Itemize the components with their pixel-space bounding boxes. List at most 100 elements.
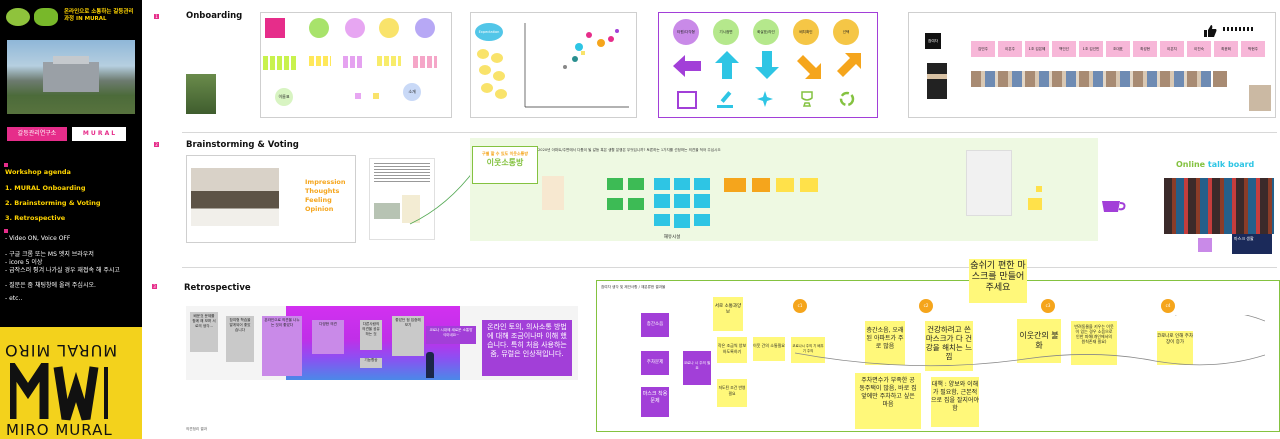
cluster-badge-3[interactable]: c3 xyxy=(1041,299,1055,313)
name-tag-6[interactable]: 조대표 xyxy=(1106,41,1130,57)
yellow-circle-2[interactable] xyxy=(491,53,503,63)
vote-sticky-yellow-2[interactable] xyxy=(800,178,818,192)
name-tag-1[interactable]: 김민주 xyxy=(971,41,995,57)
cluster-badge-4[interactable]: c4 xyxy=(1161,299,1175,313)
agenda-item-1[interactable]: 1. MURAL Onboarding xyxy=(5,184,86,192)
circle-name-tag[interactable]: 이름표 xyxy=(275,88,293,106)
vote-sticky-cyan-5[interactable] xyxy=(674,194,690,208)
image-icon[interactable] xyxy=(677,91,697,109)
arrow-diagonal-down-icon[interactable] xyxy=(795,53,821,83)
arrow-up-icon[interactable] xyxy=(715,51,739,83)
mini-sticky-grid-5[interactable] xyxy=(413,56,437,68)
grey-note-4[interactable]: 좋았던 점 집중해 보기 xyxy=(392,316,424,356)
circle-lavender[interactable] xyxy=(415,18,435,38)
vote-sticky-green-2[interactable] xyxy=(628,178,644,190)
neighbor-board-title[interactable]: 구별 할 수 있도 이웃소통방 이웃소통방 xyxy=(472,146,538,184)
small-sticky-pink[interactable] xyxy=(355,93,361,99)
icon-circle-check[interactable]: 배치확인 xyxy=(793,19,819,45)
mini-sticky-grid-1[interactable] xyxy=(263,56,297,70)
circle-yellow[interactable] xyxy=(379,18,399,38)
mini-sticky-grid-3[interactable] xyxy=(343,56,363,68)
vote-sticky-yellow-1[interactable] xyxy=(776,178,794,192)
yellow-note-i[interactable]: 대책 : 양보와 이해가 필요함, 근본적으로 집을 잘지어야함 xyxy=(931,377,979,427)
star-burst-icon[interactable] xyxy=(757,91,773,107)
circle-intro-tag[interactable]: 소개 xyxy=(403,83,421,101)
cluster-badge-2[interactable]: c2 xyxy=(919,299,933,313)
purple-mid-note[interactable]: 코로나 시 주의 필요 xyxy=(683,351,711,385)
onboarding-frame-participants[interactable]: 참여자 김민주 이은주 1조 김은혜 백인선 1조 김선민 조대표 최성현 이은… xyxy=(908,12,1276,118)
name-tag-4[interactable]: 백인선 xyxy=(1052,41,1076,57)
purple-note-2[interactable]: 다양한 의견 xyxy=(312,320,344,354)
arrow-diagonal-up-icon[interactable] xyxy=(835,53,861,83)
vote-sticky-orange-2[interactable] xyxy=(752,178,770,192)
yellow-note-h[interactable]: 숨쉬기 편한 마스크를 만들어주세요 xyxy=(969,259,1027,303)
purple-col-1[interactable]: 층간소음 xyxy=(641,313,669,337)
yellow-note-c[interactable]: 코로나시 주의 기 배우기 주의 xyxy=(791,337,825,363)
name-tag-3[interactable]: 1조 김은혜 xyxy=(1025,41,1049,57)
vote-sticky-cyan-7[interactable] xyxy=(694,178,710,190)
grey-note-3[interactable]: 다른사람의 의견을 공유하는 것 xyxy=(360,320,382,350)
name-tag-5[interactable]: 1조 김선민 xyxy=(1079,41,1103,57)
yellow-circle-6[interactable] xyxy=(495,89,507,99)
purple-col-2[interactable]: 주차문제 xyxy=(641,351,669,375)
retro-clustering-board[interactable]: 참여자 생각 및 제안사항 / 재분류한 결과물 층간소음 주차문제 마스크 착… xyxy=(596,259,1280,432)
vote-sticky-green-4[interactable] xyxy=(628,198,644,210)
yellow-note-e[interactable]: 층간소음, 오래된 아파트가 주로 많음 xyxy=(865,321,905,365)
yellow-note-top[interactable]: 서로 소통과양보 xyxy=(713,297,743,331)
yellow-circle-1[interactable] xyxy=(477,49,489,59)
vote-sticky-cyan-6[interactable] xyxy=(674,214,690,228)
vote-sticky-green-3[interactable] xyxy=(607,198,623,210)
vote-sticky-cyan-3[interactable] xyxy=(654,214,670,226)
yellow-note-l[interactable]: 코로나로 인해 주차장이 증가 xyxy=(1157,331,1193,365)
onboarding-frame-stickers[interactable]: 이름표 소개 xyxy=(260,12,452,118)
yellow-circle-3[interactable] xyxy=(479,65,491,75)
name-tag-11[interactable]: 박현주 xyxy=(1241,41,1265,57)
vote-sticky-yellow-3[interactable] xyxy=(1028,198,1042,210)
yellow-circle-4[interactable] xyxy=(493,71,505,81)
onboarding-frame-chart[interactable]: Expectation xyxy=(470,12,637,118)
yellow-note-f[interactable]: 주차면수가 부족한 공동주택이 많음, 바로 집 앞에만 주차하고 싶은 마음 xyxy=(855,373,921,429)
purple-note-covid[interactable]: 코로나 시대에 새로운 소통방식이네요~ xyxy=(426,326,476,344)
yellow-note-d[interactable]: 저도된 조건 반영 필요 xyxy=(717,379,747,407)
magenta-square[interactable] xyxy=(265,18,285,38)
retro-reflection-board[interactable]: 배운것 문제를 함께 해 보며 서로의 생각... 참여형 학습을 알게되어 좋… xyxy=(186,306,578,380)
yellow-note-b[interactable]: 이웃 간의 소통필요 xyxy=(753,337,785,361)
name-tag-9[interactable]: 이진숙 xyxy=(1187,41,1211,57)
purple-note-tag[interactable]: 기능향상 xyxy=(360,358,382,368)
arrow-down-icon[interactable] xyxy=(755,51,779,83)
cluster-badge-1[interactable]: c1 xyxy=(793,299,807,313)
yellow-note-g[interactable]: 건강하려고 쓴 마스크가 다 건강을 해치는 느낌 xyxy=(925,321,973,371)
grey-note-2[interactable]: 참여형 학습을 알게되어 좋았습니다 xyxy=(226,316,254,362)
circle-pink[interactable] xyxy=(345,18,365,38)
circle-green[interactable] xyxy=(309,18,329,38)
expectation-circle[interactable]: Expectation xyxy=(475,23,503,41)
mini-sticky-grid-2[interactable] xyxy=(309,56,331,66)
purple-col-3[interactable]: 마스크 착용 문제 xyxy=(641,387,669,417)
icon-circle-arrow[interactable]: 화살표/라인 xyxy=(753,19,779,45)
name-tag-10[interactable]: 최윤희 xyxy=(1214,41,1238,57)
yellow-note-a[interactable]: 작은 조금씩 양보하도록하기 xyxy=(717,337,747,363)
name-tag-7[interactable]: 최성현 xyxy=(1133,41,1157,57)
vote-sticky-orange-1[interactable] xyxy=(724,178,746,192)
brainstorm-voting-board[interactable]: 구별 할 수 있도 이웃소통방 이웃소통방 2020년 아파트/주변에서 다툼이… xyxy=(470,138,1098,241)
grey-note-1[interactable]: 배운것 문제를 함께 해 보며 서로의 생각... xyxy=(190,312,218,352)
big-purple-note[interactable]: 온라인 토의, 의사소통 방법에 대해 조금이나마 이해 했습니다. 특히 처음… xyxy=(482,320,572,376)
vote-sticky-cyan-1[interactable] xyxy=(654,178,670,190)
brainstorm-reference-doc[interactable] xyxy=(369,158,435,240)
yellow-note-k[interactable]: 반려동물을 키우는 이웃이 있는 경우 소음으로 인한 피해(개인에서의 원칙존… xyxy=(1071,321,1117,365)
icon-circle-select[interactable]: 선택 xyxy=(833,19,859,45)
name-tag-2[interactable]: 이은주 xyxy=(998,41,1022,57)
arrow-left-icon[interactable] xyxy=(673,53,701,83)
vote-sticky-yellow-4[interactable] xyxy=(1036,186,1042,192)
grey-card-placeholder[interactable] xyxy=(966,150,1012,216)
yellow-circle-5[interactable] xyxy=(481,83,493,93)
vote-sticky-cyan-9[interactable] xyxy=(694,214,710,226)
brainstorm-frame-impression[interactable]: Impression Thoughts Feeling Opinion xyxy=(186,155,356,243)
agenda-item-3[interactable]: 3. Retrospective xyxy=(5,214,66,222)
vote-sticky-cyan-4[interactable] xyxy=(674,178,690,190)
vote-sticky-cyan-2[interactable] xyxy=(654,194,670,208)
purple-sticky-small[interactable] xyxy=(1198,238,1212,252)
vote-sticky-green-1[interactable] xyxy=(607,178,623,190)
trophy-icon[interactable] xyxy=(799,91,815,107)
mini-sticky-grid-4[interactable] xyxy=(377,56,401,66)
